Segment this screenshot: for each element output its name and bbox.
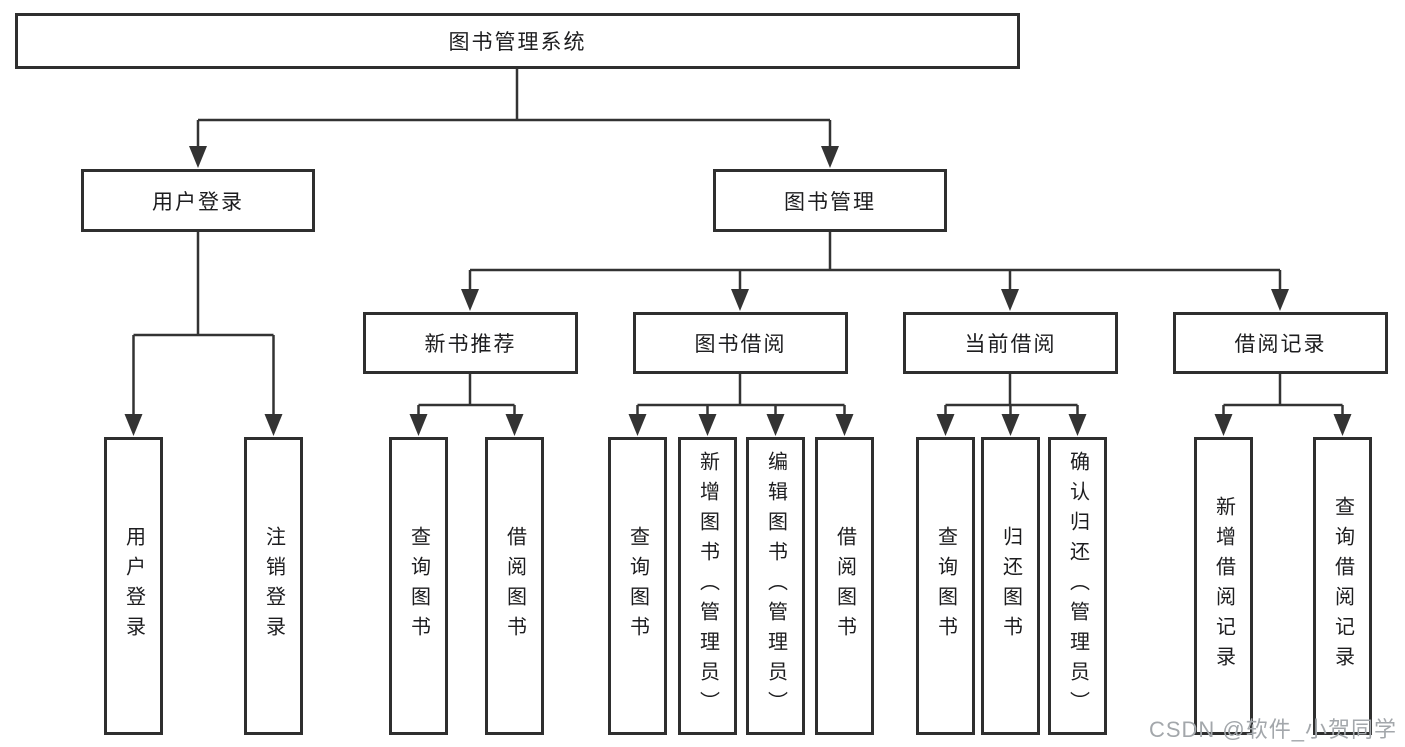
node-leaf-query-books-3: 查询图书 bbox=[916, 437, 975, 735]
arrowhead-icon bbox=[628, 414, 647, 436]
node-leaf-return-books: 归还图书 bbox=[981, 437, 1040, 735]
node-leaf-query-books-1-label: 查询图书 bbox=[407, 526, 430, 646]
node-leaf-borrow-books-1: 借阅图书 bbox=[485, 437, 544, 735]
node-leaf-borrow-books-2-label: 借阅图书 bbox=[833, 526, 856, 646]
node-leaf-query-books-3-label: 查询图书 bbox=[934, 526, 957, 646]
arrowhead-icon bbox=[936, 414, 955, 436]
node-leaf-user-login-label: 用户登录 bbox=[122, 526, 145, 646]
node-book-borrowing-label: 图书借阅 bbox=[694, 333, 787, 356]
node-new-book-recommend-label: 新书推荐 bbox=[424, 333, 517, 356]
node-leaf-borrow-books-1-label: 借阅图书 bbox=[503, 526, 526, 646]
node-book-borrowing: 图书借阅 bbox=[633, 312, 848, 374]
arrowhead-icon bbox=[1068, 414, 1087, 436]
node-leaf-logout-label: 注销登录 bbox=[262, 526, 285, 646]
arrowhead-icon bbox=[821, 146, 839, 168]
node-leaf-query-books-1: 查询图书 bbox=[389, 437, 448, 735]
arrowhead-icon bbox=[1271, 289, 1289, 311]
node-leaf-query-books-2-label: 查询图书 bbox=[626, 526, 649, 646]
node-root: 图书管理系统 bbox=[15, 13, 1020, 69]
node-user-login-label: 用户登录 bbox=[152, 190, 244, 214]
node-leaf-confirm-return-admin: 确认归还（管理员） bbox=[1048, 437, 1107, 735]
node-current-borrowing: 当前借阅 bbox=[903, 312, 1118, 374]
node-borrowing-records: 借阅记录 bbox=[1173, 312, 1388, 374]
node-book-management: 图书管理 bbox=[713, 169, 947, 232]
arrowhead-icon bbox=[1001, 414, 1020, 436]
node-borrowing-records-label: 借阅记录 bbox=[1234, 333, 1327, 356]
node-user-login: 用户登录 bbox=[81, 169, 315, 232]
node-leaf-add-borrow-record: 新增借阅记录 bbox=[1194, 437, 1253, 735]
arrowhead-icon bbox=[1214, 414, 1233, 436]
arrowhead-icon bbox=[505, 414, 524, 436]
node-leaf-add-borrow-record-label: 新增借阅记录 bbox=[1212, 496, 1235, 676]
node-leaf-query-borrow-record: 查询借阅记录 bbox=[1313, 437, 1372, 735]
node-leaf-query-books-2: 查询图书 bbox=[608, 437, 667, 735]
arrowhead-icon bbox=[1001, 289, 1019, 311]
node-current-borrowing-label: 当前借阅 bbox=[964, 333, 1057, 356]
node-leaf-confirm-return-admin-label: 确认归还（管理员） bbox=[1066, 451, 1089, 721]
arrowhead-icon bbox=[124, 414, 143, 436]
node-leaf-add-books-admin-label: 新增图书（管理员） bbox=[696, 451, 719, 721]
node-leaf-logout: 注销登录 bbox=[244, 437, 303, 735]
arrowhead-icon bbox=[1333, 414, 1352, 436]
node-new-book-recommend: 新书推荐 bbox=[363, 312, 578, 374]
arrowhead-icon bbox=[698, 414, 717, 436]
arrowhead-icon bbox=[189, 146, 207, 168]
arrowhead-icon bbox=[731, 289, 749, 311]
node-leaf-edit-books-admin: 编辑图书（管理员） bbox=[746, 437, 805, 735]
node-leaf-query-borrow-record-label: 查询借阅记录 bbox=[1331, 496, 1354, 676]
connector-path bbox=[132, 69, 1344, 417]
node-root-label: 图书管理系统 bbox=[448, 31, 587, 54]
arrowhead-icon bbox=[461, 289, 479, 311]
node-leaf-return-books-label: 归还图书 bbox=[999, 526, 1022, 646]
node-leaf-user-login: 用户登录 bbox=[104, 437, 163, 735]
arrowhead-icon bbox=[264, 414, 283, 436]
node-leaf-borrow-books-2: 借阅图书 bbox=[815, 437, 874, 735]
arrowhead-icon bbox=[835, 414, 854, 436]
node-leaf-add-books-admin: 新增图书（管理员） bbox=[678, 437, 737, 735]
node-book-management-label: 图书管理 bbox=[784, 190, 876, 214]
arrowhead-icon bbox=[766, 414, 785, 436]
arrowhead-icon bbox=[409, 414, 428, 436]
node-leaf-edit-books-admin-label: 编辑图书（管理员） bbox=[764, 451, 787, 721]
